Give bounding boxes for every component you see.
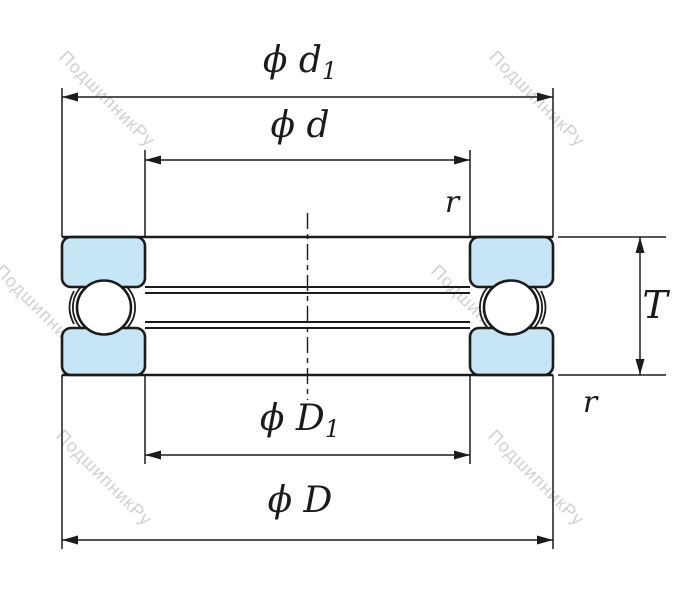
label-T: T — [642, 283, 670, 327]
arrow-D1-left — [145, 450, 161, 460]
cage-lip-right — [540, 290, 547, 325]
watermark-text: ПодшипникРу — [52, 426, 156, 530]
label-d1: ϕ d1 — [263, 40, 337, 85]
arrow-D1-right — [454, 450, 470, 460]
cage-lip-left — [68, 290, 75, 325]
label-d: ϕ d — [270, 105, 329, 146]
label-r-top: r — [445, 185, 461, 220]
cage-pocket-left-outer — [125, 285, 136, 330]
label-layer: ϕ d1 ϕ d r T r ϕ D1 ϕ D — [260, 40, 670, 521]
arrow-d-right — [454, 155, 470, 165]
arrow-T-top — [635, 237, 645, 253]
arrow-T-bottom — [635, 359, 645, 375]
cage-pocket-right-inner — [479, 285, 490, 330]
label-r-bottom: r — [583, 385, 599, 420]
dimension-layer — [61, 88, 666, 549]
label-D1: ϕ D1 — [260, 398, 340, 443]
arrow-d-left — [145, 155, 161, 165]
cage-pocket-right-outer — [532, 285, 543, 330]
arrow-D-right — [537, 535, 553, 545]
cage-pocket-left-inner — [72, 285, 83, 330]
arrow-d1-right — [537, 92, 553, 102]
label-D: ϕ D — [268, 480, 333, 521]
ball-right — [482, 279, 540, 336]
arrow-d1-left — [62, 92, 78, 102]
watermark-text: ПодшипникРу — [484, 426, 588, 530]
ball-left — [75, 279, 133, 336]
arrow-D-left — [62, 535, 78, 545]
